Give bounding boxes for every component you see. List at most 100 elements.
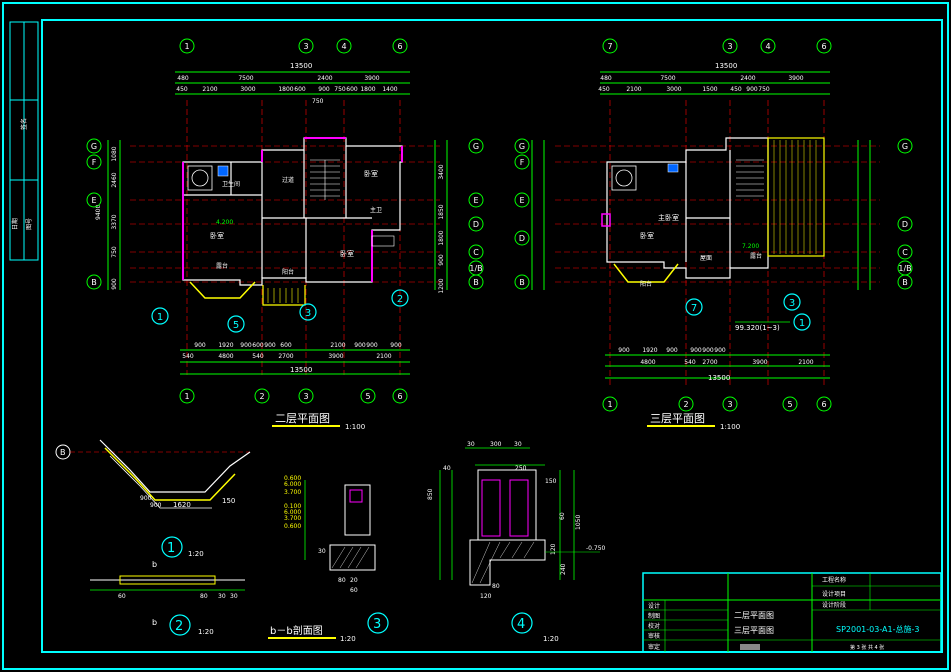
detail-1-dim-3: 900 [140,495,152,502]
p3-dim-bottom-row1: 2700 [702,359,717,366]
p3-room-label-3: 阳台 [640,280,652,288]
p2-axis-right-bubble [468,138,484,154]
detail-4-scale: 1:20 [543,635,559,643]
p3-dim-bottom-row1: 4800 [640,359,655,366]
detail-3-dim-3: 60 [350,587,358,594]
p2-dim-top-row3: 1800 [278,86,293,93]
p3-dim-top-row3: 900 [746,86,758,93]
detail-4-dim-3: 30 [514,441,522,448]
detail-2-scale: 1:20 [198,628,214,636]
p2-axis-right-label: G [473,142,479,151]
p3-axis-bottom-label: 5 [787,400,792,409]
detail-2-dim-2: 80 [200,593,208,600]
p3-dim-top-row2: 7500 [660,75,675,82]
p2-level-mark: 4.200 [216,219,233,226]
p3-dim-top-row3: 450 [730,86,742,93]
p3-axis-bottom-bubble [782,396,798,412]
p2-axis-bottom-label: 1 [184,392,189,401]
p2-dim-top-row3: 1800 [360,86,375,93]
p2-dim-top-row2: 7500 [238,75,253,82]
p3-dim-top-row3: 2100 [626,86,641,93]
p3-axis-bottom-label: 3 [727,400,732,409]
p3-axis-top-label: 3 [727,42,732,51]
p3-axis-left-label: F [520,158,525,167]
left-strip-text-2: 日期 [11,218,19,230]
p2-axis-bottom-label: 3 [303,392,308,401]
detail-3-dim-2: 20 [350,577,358,584]
p2-axis-bottom-bubble [179,388,195,404]
detail-3-level: 0.600 [284,523,301,530]
p3-axis-bottom-bubble [602,396,618,412]
p3-axis-left-label: B [519,278,525,287]
p2-axis-left-bubble [86,274,102,290]
p3-axis-left-label: D [519,234,525,243]
p2-dim-bottom-row2: 2100 [330,342,345,349]
detail-2: b 60 80 30 30 b 2 1:20 [90,560,245,636]
p3-callout-label: 3 [789,298,795,309]
detail-4-dim-5: 40 [443,465,451,472]
detail-1-axis-label: B [60,448,66,457]
p2-axis-top-bubble [392,38,408,54]
p3-dim-top-row3: 3000 [666,86,681,93]
p3-dim-bottom-row2: 900 [618,347,630,354]
p2-dim-top-row3: 2100 [202,86,217,93]
p2-dim-left: 2460 [111,172,118,187]
p2-dim-bottom-row2: 900 [354,342,366,349]
p2-axis-left-label: B [91,278,97,287]
detail-3-level: 0.600 [284,475,301,482]
p3-axis-left-label: G [519,142,525,151]
p3-axis-top-label: 7 [607,42,612,51]
p2-room-label-4: 过道 [282,176,294,184]
p3-axis-bottom-bubble [722,396,738,412]
detail-1-number: 1 [167,541,175,556]
detail-4-dim-13: 120 [480,593,492,600]
p2-dim-top-row3: 1400 [382,86,397,93]
p3-callout-label: 1 [799,318,805,329]
p2-dim-left-total: 9400 [95,205,102,220]
detail-2-number: 2 [175,619,183,634]
p2-axis-right-bubble [468,216,484,232]
p2-dim-bottom-row2: 900 [194,342,206,349]
p3-axis-left-bubble [514,230,530,246]
p2-dim-right: 1800 [438,230,445,245]
left-strip-text-1: 签名 [20,118,28,130]
p3-axis-bottom-label: 1 [607,400,612,409]
p3-room-label-4: 露台 [750,252,762,260]
p2-room-label-3: 卧室 [364,169,378,178]
p3-axis-top-label: 6 [821,42,826,51]
p3-dim-bottom-row1: 3900 [752,359,767,366]
p3-callout-label: 7 [691,303,697,314]
p2-axis-left-label: G [91,142,97,151]
p2-room-label-8: 露台 [216,262,228,270]
detail-3-level: 6.000 [284,509,301,516]
p2-dim-right: 1850 [438,204,445,219]
p2-scale: 1:100 [345,423,365,431]
p3-dim-top-row2: 2400 [740,75,755,82]
p3-callout-circle [793,313,811,331]
p2-callout-label: 1 [157,312,163,323]
title-block-stage: 设计阶段 [822,601,846,609]
detail-4-dim-11: 150 [545,478,557,485]
p2-axis-bottom-label: 6 [397,392,402,401]
p2-callout-label: 5 [233,320,239,331]
detail-4-dim-9: 240 [560,563,567,575]
p3-dim-top-row3: 450 [598,86,610,93]
detail-4-dim-6: 850 [427,488,434,500]
p3-axis-top-bubble [602,38,618,54]
p2-dim-top-row3: 450 [176,86,188,93]
p2-axis-right-bubble [468,244,484,260]
p2-axis-right-label: B [473,278,479,287]
p2-axis-top-label: 6 [397,42,402,51]
detail-1-dim-1: 150 [222,497,235,505]
p2-dim-bottom-row2: 900 [390,342,402,349]
p2-dim-top-total: 13500 [290,62,312,70]
detail-2-dim-1: 60 [118,593,126,600]
p2-title: 二层平面图 [275,412,330,425]
p2-axis-top-label: 4 [341,42,346,51]
p2-dim-right: 900 [438,254,445,266]
p3-note: 99.320(1~3) [735,324,780,332]
